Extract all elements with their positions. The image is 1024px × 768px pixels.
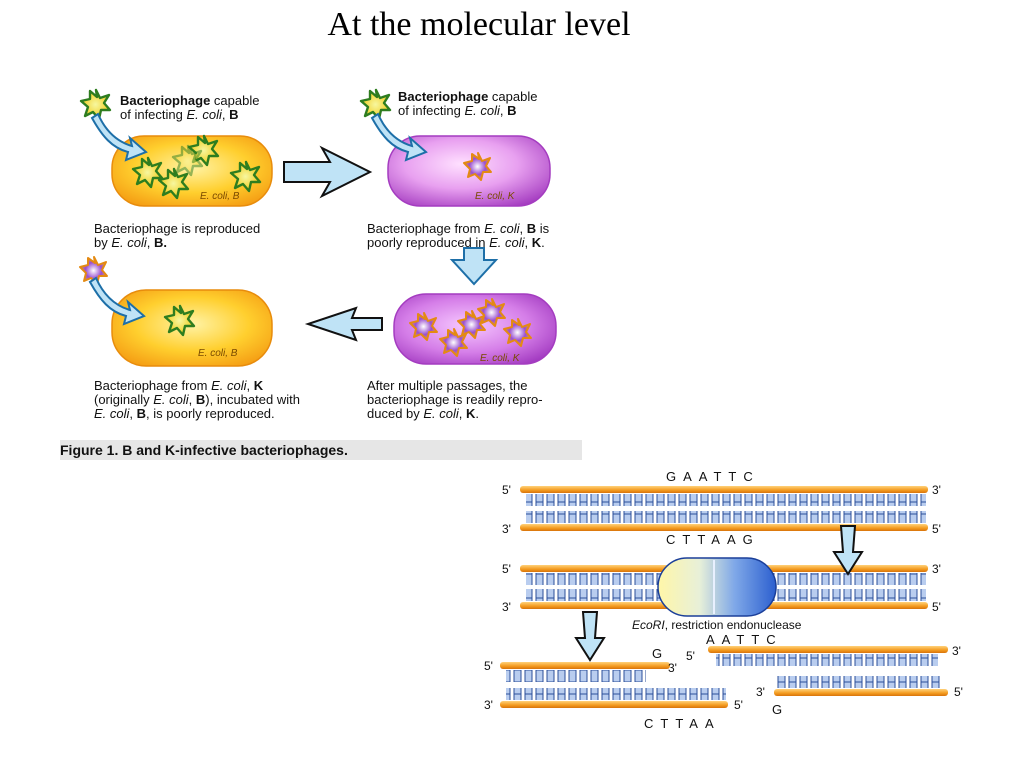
dna-fragment-right <box>708 646 948 696</box>
cell-label: E. coli, B <box>200 191 240 202</box>
end-label: 3' <box>502 522 511 536</box>
end-label: 5' <box>734 698 743 712</box>
end-label: 5' <box>484 659 493 673</box>
phage-label-top-left: Bacteriophage capable of infecting E. co… <box>120 93 260 122</box>
end-label: 5' <box>686 649 695 663</box>
caption-top-left: Bacteriophage is reproduced by E. coli, … <box>94 221 261 250</box>
sequence-top: GAATTC <box>666 469 760 484</box>
end-label: 3' <box>756 685 765 699</box>
figure-bacteriophage: Bacteriophage capable of infecting E. co… <box>60 80 582 462</box>
cell-label: E. coli, K <box>480 353 520 364</box>
phage-label-top-right: Bacteriophage capable of infecting E. co… <box>398 89 538 118</box>
sequence-bottom: CTTAAG <box>666 532 760 547</box>
caption-bottom-right: After multiple passages, the bacteriopha… <box>367 378 543 421</box>
left-arrow-icon <box>304 306 383 342</box>
ecori-enzyme <box>657 557 777 617</box>
end-label: 3' <box>502 600 511 614</box>
end-label: 3' <box>484 698 493 712</box>
enzyme-label: EcoRI, restriction endonuclease <box>632 618 802 632</box>
cell-ecoli-b-bottom <box>111 289 273 367</box>
end-label: 5' <box>502 483 511 497</box>
slide-title: At the molecular level <box>327 6 631 43</box>
cut-left-top-g: G <box>652 646 663 661</box>
end-label: 3' <box>952 644 961 658</box>
caption-bottom-left: Bacteriophage from E. coli, K (originall… <box>94 378 300 421</box>
dna-intact <box>520 486 928 531</box>
cell-label: E. coli, B <box>198 348 238 359</box>
cut-right-bottom-g: G <box>772 702 783 717</box>
end-label: 5' <box>932 522 941 536</box>
cut-left-bottom-seq: CTTAA <box>644 716 721 731</box>
end-label: 5' <box>954 685 963 699</box>
end-label: 5' <box>502 562 511 576</box>
figure-ecori: GAATTC CTTAAG 5' 3' 3' 5' 5' 3' 3' 5' Ec… <box>480 466 1024 768</box>
cell-label: E. coli, K <box>475 191 515 202</box>
dna-fragment-left <box>500 662 728 708</box>
end-label: 3' <box>932 562 941 576</box>
cut-right-top-seq: AATTC <box>706 632 783 647</box>
down-arrow-icon <box>575 611 605 661</box>
figure-caption: Figure 1. B and K-infective bacteriophag… <box>60 440 582 460</box>
figure-ecori-graphic <box>500 486 948 708</box>
caption-top-right: Bacteriophage from E. coli, B is poorly … <box>367 221 550 250</box>
right-arrow-icon <box>283 145 373 199</box>
end-label: 5' <box>932 600 941 614</box>
figure-bacteriophage-graphic <box>79 88 557 367</box>
end-label: 3' <box>668 661 677 675</box>
down-arrow-icon <box>449 247 499 286</box>
end-label: 3' <box>932 483 941 497</box>
